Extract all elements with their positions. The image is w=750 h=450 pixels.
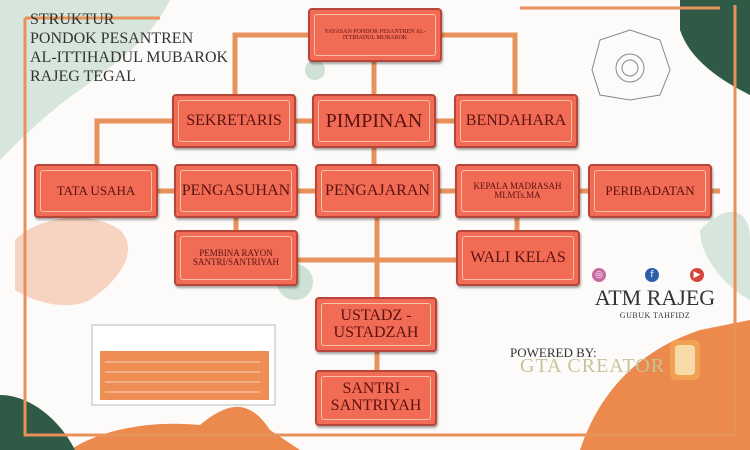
node-label: PERIBADATAN [605, 183, 695, 199]
green-circle-top [305, 60, 325, 80]
node-pengasuhan: PENGASUHAN [174, 164, 298, 218]
title-line: PONDOK PESANTREN [30, 30, 194, 47]
node-label: PEMBINA RAYON SANTRI/SANTRIYAH [192, 247, 279, 267]
orange-blob-bottom-right [580, 320, 750, 450]
node-tata-usaha: TATA USAHA [34, 164, 158, 218]
notes-card-illustration [91, 324, 276, 406]
green-leaf-right [700, 211, 750, 300]
node-yayasan: YAYASAN PONDOK PESANTREN AL-ITTIHADUL MU… [308, 8, 442, 62]
powered-by-label: POWERED BY: [510, 345, 597, 360]
node-label: PIMPINAN [325, 109, 423, 132]
node-label: PENGASUHAN [181, 181, 291, 199]
chart-title: STRUKTUR PONDOK PESANTREN AL-ITTIHADUL M… [30, 10, 228, 86]
node-label: WALI KELAS [470, 248, 566, 266]
node-kepala-madrasah: KEPALA MADRASAH MI.MTs.MA [455, 164, 580, 218]
node-pembina-rayon: PEMBINA RAYON SANTRI/SANTRIYAH [174, 230, 298, 286]
node-label: PENGAJARAN [325, 181, 430, 199]
brand-name: ATM RAJEG [594, 285, 716, 310]
node-label: SANTRI - SANTRIYAH [330, 380, 422, 414]
title-line: AL-ITTIHADUL MUBAROK [30, 49, 229, 66]
pesantren-seal-logo [591, 29, 671, 101]
node-santri: SANTRI - SANTRIYAH [315, 370, 437, 426]
dark-green-blob-top-right [680, 0, 750, 95]
node-label: USTADZ - USTADZAH [333, 306, 419, 341]
facebook-icon[interactable]: f [645, 268, 659, 282]
lantern-illustration [670, 340, 700, 380]
brand-block: ATM RAJEG GUBUK TAHFIDZ [590, 285, 720, 320]
title-line: STRUKTUR [30, 11, 115, 28]
node-peribadatan: PERIBADATAN [588, 164, 712, 218]
node-bendahara: BENDAHARA [454, 94, 578, 148]
brand-subtitle: GUBUK TAHFIDZ [619, 311, 691, 320]
node-ustadz: USTADZ - USTADZAH [315, 297, 437, 352]
node-sekretaris: SEKRETARIS [172, 94, 296, 148]
node-wali-kelas: WALI KELAS [456, 230, 580, 286]
node-label: YAYASAN PONDOK PESANTREN AL-ITTIHADUL MU… [324, 28, 426, 41]
title-line: RAJEG TEGAL [30, 68, 136, 85]
node-pengajaran: PENGAJARAN [315, 164, 440, 218]
node-label: SEKRETARIS [186, 111, 282, 129]
youtube-icon[interactable]: ▶ [690, 268, 704, 282]
node-pimpinan: PIMPINAN [312, 94, 436, 148]
orange-blob-bottom-left [70, 406, 300, 450]
node-label: KEPALA MADRASAH MI.MTs.MA [473, 180, 562, 200]
frame-lines [23, 5, 737, 437]
node-label: TATA USAHA [56, 183, 136, 199]
dark-green-blob-bottom-left [0, 395, 75, 450]
peach-blob-left [15, 217, 129, 306]
instagram-icon[interactable]: ◎ [592, 268, 606, 282]
green-blob-top-left [0, 0, 170, 160]
node-label: BENDAHARA [465, 111, 567, 129]
creator-name: GTA CREATOR [520, 355, 666, 377]
